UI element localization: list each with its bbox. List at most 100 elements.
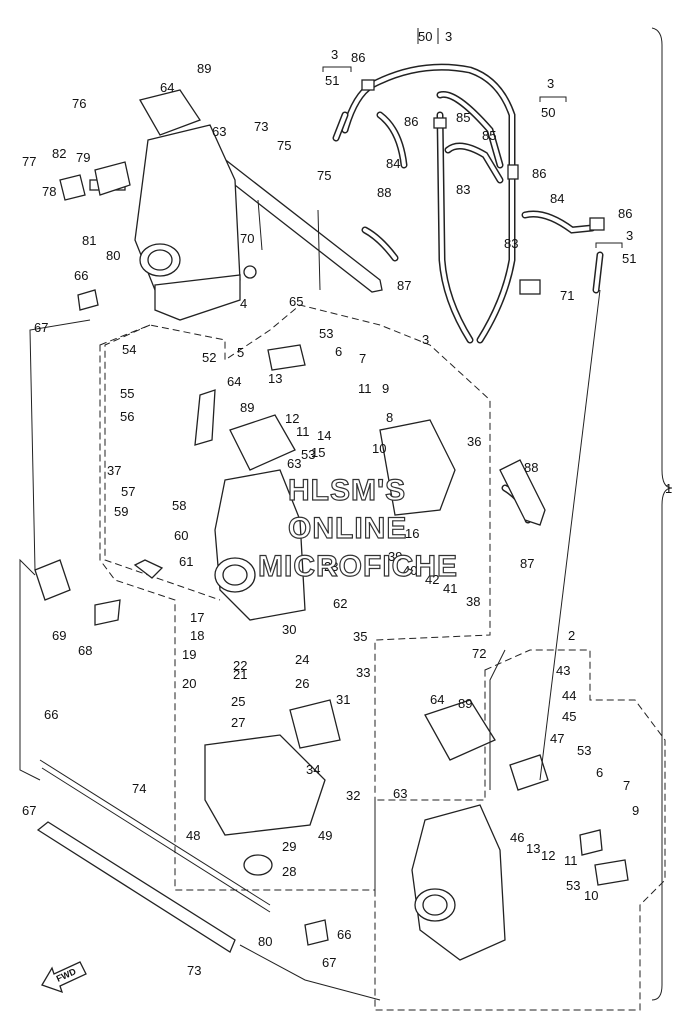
part-number-label: 61 xyxy=(179,554,193,569)
part-number-label: 79 xyxy=(76,150,90,165)
part-number-label: 66 xyxy=(337,927,351,942)
part-number-label: 75 xyxy=(317,168,331,183)
part-number-label: 64 xyxy=(430,692,444,707)
part-number-label: 86 xyxy=(404,114,418,129)
part-number-label: 12 xyxy=(285,411,299,426)
part-number-label: 82 xyxy=(52,146,66,161)
part-number-label: 10 xyxy=(584,888,598,903)
part-number-label: 15 xyxy=(311,445,325,460)
part-number-label: 29 xyxy=(282,839,296,854)
carburetor-lower xyxy=(304,699,629,961)
part-number-label: 63 xyxy=(212,124,226,139)
part-number-label: 7 xyxy=(359,351,366,366)
part-number-label: 10 xyxy=(372,441,386,456)
watermark-line-3: MICROFICHE xyxy=(258,550,458,583)
part-number-label: 67 xyxy=(322,955,336,970)
part-number-label: 86 xyxy=(351,50,365,65)
part-number-label: 84 xyxy=(386,156,400,171)
part-number-label: 33 xyxy=(356,665,370,680)
part-number-label: 43 xyxy=(556,663,570,678)
carburetor-upper xyxy=(59,89,257,321)
part-number-label: 50 xyxy=(541,105,555,120)
part-number-label: 38 xyxy=(466,594,480,609)
part-number-label: 63 xyxy=(393,786,407,801)
watermark-line-2: ONLINE xyxy=(288,512,407,545)
part-number-label: 62 xyxy=(333,596,347,611)
part-number-label: 25 xyxy=(231,694,245,709)
part-number-label: 42 xyxy=(425,572,439,587)
part-number-label: 4 xyxy=(240,296,247,311)
part-number-label: 72 xyxy=(472,646,486,661)
carburetor-middle xyxy=(34,344,546,876)
part-number-label: 66 xyxy=(44,707,58,722)
part-number-label: 18 xyxy=(190,628,204,643)
part-number-label: 58 xyxy=(172,498,186,513)
part-number-label: 75 xyxy=(277,138,291,153)
leader-lines xyxy=(19,289,601,1001)
part-number-label: 28 xyxy=(282,864,296,879)
part-number-label: 64 xyxy=(160,80,174,95)
part-number-label: 19 xyxy=(182,647,196,662)
part-number-label: 44 xyxy=(562,688,576,703)
part-number-label: 59 xyxy=(114,504,128,519)
part-number-label: 70 xyxy=(240,231,254,246)
part-number-label: 23 xyxy=(324,559,338,574)
part-number-label: 30 xyxy=(282,622,296,637)
part-number-label: 3 xyxy=(331,47,338,62)
part-number-label: 35 xyxy=(353,629,367,644)
part-number-label: 83 xyxy=(504,236,518,251)
watermark-line-1: HLSM'S xyxy=(288,474,406,507)
part-number-label: 53 xyxy=(577,743,591,758)
part-number-label: 87 xyxy=(397,278,411,293)
assembly-bracket xyxy=(651,27,673,1001)
part-number-label: 39 xyxy=(388,549,402,564)
part-number-label: 55 xyxy=(120,386,134,401)
part-number-label: 8 xyxy=(386,410,393,425)
part-number-label: 9 xyxy=(632,803,639,818)
part-number-label: 46 xyxy=(510,830,524,845)
part-number-label: 52 xyxy=(202,350,216,365)
part-number-label: 74 xyxy=(132,781,146,796)
part-number-label: 32 xyxy=(346,788,360,803)
part-number-label: 11 xyxy=(296,424,310,439)
part-number-label: 11 xyxy=(358,381,372,396)
part-number-label: 6 xyxy=(335,344,342,359)
part-number-label: 5 xyxy=(237,345,244,360)
part-number-label: 41 xyxy=(443,581,457,596)
part-number-label: 6 xyxy=(596,765,603,780)
part-number-label: 73 xyxy=(254,119,268,134)
part-number-label: 81 xyxy=(82,233,96,248)
part-number-label: 51 xyxy=(622,251,636,266)
part-number-label: 24 xyxy=(295,652,309,667)
part-number-label: 53 xyxy=(301,447,315,462)
part-number-label: 3 xyxy=(422,332,429,347)
part-number-label: 48 xyxy=(186,828,200,843)
part-number-label: 17 xyxy=(190,610,204,625)
part-number-label: 78 xyxy=(42,184,56,199)
part-number-label: 14 xyxy=(317,428,331,443)
part-number-label: 36 xyxy=(467,434,481,449)
part-number-label: 7 xyxy=(623,778,630,793)
part-number-label: 60 xyxy=(174,528,188,543)
part-number-label: 16 xyxy=(405,526,419,541)
part-number-label: 11 xyxy=(564,853,578,868)
part-number-label: 85 xyxy=(456,110,470,125)
forward-arrow-icon: FWD xyxy=(41,961,87,994)
part-number-label: 45 xyxy=(562,709,576,724)
part-number-label: 89 xyxy=(458,696,472,711)
part-number-label: 27 xyxy=(231,715,245,730)
part-number-label: 66 xyxy=(74,268,88,283)
part-number-label: 87 xyxy=(520,556,534,571)
part-number-label: 22 xyxy=(233,658,247,673)
part-number-label: 40 xyxy=(403,563,417,578)
watermark: HLSM'S ONLINE MICROFICHE xyxy=(257,473,458,583)
part-number-label: 76 xyxy=(72,96,86,111)
part-number-label: 47 xyxy=(550,731,564,746)
part-number-label: 69 xyxy=(52,628,66,643)
part-number-label: 20 xyxy=(182,676,196,691)
dashed-outlines xyxy=(99,304,666,1011)
part-number-label: 65 xyxy=(289,294,303,309)
part-number-label: 31 xyxy=(336,692,350,707)
